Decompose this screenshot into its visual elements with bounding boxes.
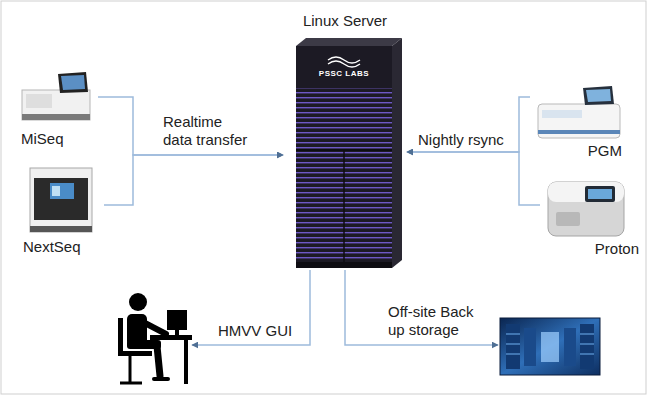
rack-led: [580, 344, 594, 345]
rack-led: [580, 354, 594, 355]
monitor-stand: [175, 330, 179, 335]
nextseq-body: [30, 168, 92, 232]
server-base: [296, 262, 392, 268]
proton-top: [548, 182, 624, 202]
proton-body: [548, 182, 624, 236]
proton-door: [556, 212, 580, 226]
server-top: [296, 38, 402, 46]
rack-led: [580, 334, 594, 335]
connector: [104, 155, 283, 205]
chair-foot: [120, 382, 142, 385]
pgm-screen: [586, 89, 611, 102]
server-logo-panel: [296, 46, 392, 88]
connector: [407, 97, 530, 152]
server-node: Linux Server: [283, 12, 407, 270]
pgm-screen-frame: [583, 86, 614, 105]
miseq-door: [26, 94, 52, 108]
nextseq-panel: [34, 178, 88, 220]
edge-label: Off-site Back up storage: [388, 303, 492, 339]
miseq-screen: [61, 75, 85, 90]
server-logo-wave: [328, 61, 360, 67]
nextseq-screen: [50, 183, 74, 199]
user-foot: [154, 377, 168, 381]
edge-label: Realtime data transfer: [163, 113, 251, 149]
miseq-screen-frame: [58, 72, 88, 93]
node-text: PGM: [530, 142, 625, 160]
chair-seat: [118, 351, 152, 356]
miseq-base: [22, 114, 90, 120]
storage-node: [498, 315, 602, 377]
node-text: Proton: [540, 240, 642, 258]
node-text: Linux Server: [283, 12, 407, 30]
desk-leg: [184, 340, 188, 384]
datacenter-racks: [506, 324, 594, 369]
rack-led: [506, 334, 520, 335]
connector: [98, 97, 283, 155]
node-text: NextSeq: [20, 238, 104, 256]
instrument-node: Proton: [540, 172, 642, 258]
edge-label: Nightly rsync: [418, 131, 518, 149]
edge-label: HMVV GUI: [218, 322, 308, 340]
rack: [506, 324, 520, 369]
pgm-stripe: [538, 130, 620, 134]
datacenter-photo: [500, 318, 600, 375]
chair-post: [129, 356, 132, 382]
user-arm: [143, 322, 166, 334]
user-head: [129, 293, 147, 311]
monitor: [167, 310, 187, 330]
node-text: MiSeq: [18, 130, 98, 148]
proton-screen-frame: [585, 186, 615, 202]
chair-back: [118, 318, 123, 354]
user-leg: [157, 346, 160, 376]
user-node: [112, 285, 192, 387]
connector: [192, 270, 310, 345]
nextseq-screen-tile: [52, 186, 60, 196]
server-split: [343, 150, 345, 268]
aisle-light: [541, 332, 559, 362]
rack: [524, 328, 536, 366]
connector: [345, 270, 498, 345]
server-logo-text: PSSC LABS: [318, 69, 370, 79]
instrument-node: NextSeq: [20, 160, 104, 256]
server-front: [296, 46, 392, 268]
instrument-node: PGM: [530, 82, 625, 160]
rack-led: [506, 344, 520, 345]
desk-top: [150, 335, 192, 340]
proton-screen: [588, 189, 612, 199]
rack: [564, 328, 576, 366]
server-side: [392, 38, 402, 268]
connector: [407, 152, 540, 205]
pgm-body: [538, 104, 620, 138]
pgm-slot: [542, 110, 582, 118]
nextseq-base: [30, 226, 92, 232]
rack: [580, 324, 594, 369]
instrument-node: MiSeq: [18, 68, 98, 148]
miseq-body: [22, 90, 90, 120]
rack-led: [506, 354, 520, 355]
